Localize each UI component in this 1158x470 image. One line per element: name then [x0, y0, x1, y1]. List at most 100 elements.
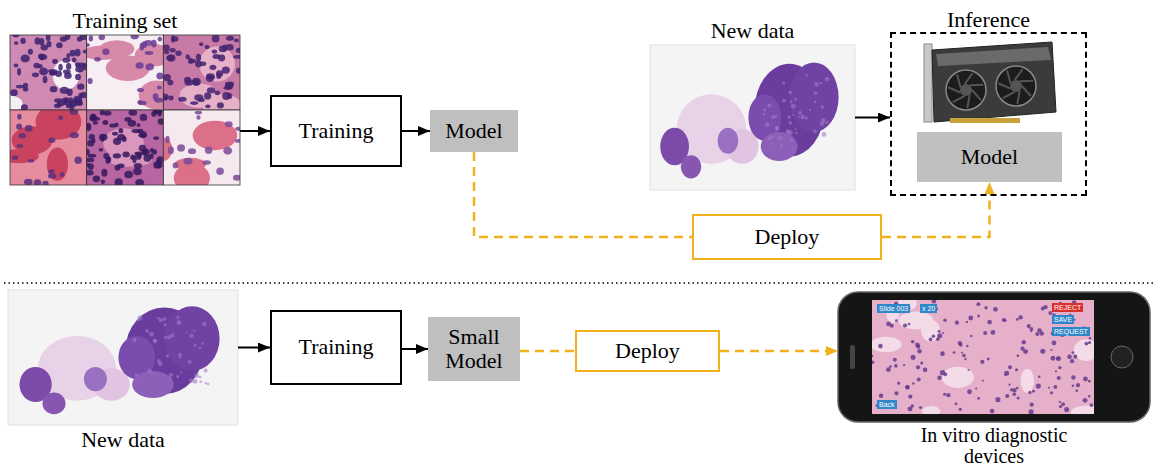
- slide-image-part: [805, 117, 808, 120]
- tissue-tile-part: [145, 51, 154, 55]
- slide-image-part: [767, 137, 770, 140]
- phone-screen-part: [1020, 347, 1024, 351]
- phone-screen-part: [987, 357, 990, 360]
- phone-screen-part: [1056, 356, 1061, 361]
- tissue-tile-part: [25, 125, 33, 132]
- tissue-tile-part: [99, 134, 108, 141]
- phone-screen-part: [886, 367, 891, 372]
- phone-screen-part: [903, 364, 905, 366]
- tissue-tile-part: [137, 88, 144, 92]
- tissue-tile-part: [100, 40, 135, 58]
- phone-screen-part: [911, 355, 916, 360]
- phone-screen-part: [917, 349, 921, 353]
- tissue-tile-part: [216, 168, 224, 175]
- phone-screen-part: [942, 367, 974, 388]
- tissue-tile-part: [233, 175, 240, 181]
- tissue-tile-part: [65, 35, 71, 40]
- deploy-box: Deploy: [692, 214, 882, 260]
- tissue-tile-part: [101, 179, 106, 184]
- phone-screen-part: [962, 354, 966, 358]
- tissue-tile-part: [135, 179, 144, 185]
- phone-screen-part: [886, 321, 891, 326]
- phone-screen-part: [991, 330, 996, 335]
- image-panel: New data: [8, 290, 238, 425]
- tissue-tile-part: [34, 179, 42, 185]
- slide-image-part: [794, 128, 796, 130]
- tissue-tile-part: [199, 42, 203, 46]
- slide-image-part: [163, 317, 167, 321]
- phone-screen-part: [905, 385, 909, 389]
- tissue-tile-part: [117, 163, 124, 168]
- slide-image-part: [189, 333, 193, 337]
- tissue-tile-part: [87, 123, 92, 131]
- arrow-connector: [402, 348, 428, 350]
- slide-image-part: [771, 115, 775, 119]
- slide-image-part: [767, 103, 771, 107]
- phone-screen-part: [879, 394, 883, 398]
- phone-device-part: [838, 292, 1150, 422]
- gpu-card-part: [957, 74, 961, 87]
- node-label: Small Model: [434, 325, 514, 373]
- tissue-tile-part: [236, 68, 240, 74]
- tissue-tile-part: [177, 144, 185, 151]
- tissue-tile-part: [93, 175, 101, 182]
- slide-image-part: [176, 316, 179, 319]
- tissue-tile-part: [225, 81, 234, 86]
- phone-screen-part: [1017, 354, 1020, 357]
- tissue-tile-part: [163, 74, 171, 81]
- tissue-tile-part: [80, 35, 87, 40]
- tissue-tile-part: [194, 94, 203, 100]
- phone-screen-part: [923, 368, 928, 373]
- slide-image-part: [762, 113, 765, 116]
- tissue-tile-part: [87, 158, 95, 162]
- phone-screen-part: [1083, 398, 1088, 403]
- tissue-tile-part: [24, 179, 33, 185]
- phone-screen-part: [872, 300, 1094, 414]
- slide-image-part: [761, 132, 798, 161]
- tissue-tile-part: [83, 49, 87, 53]
- tissue-tile-part: [28, 49, 33, 55]
- tissue-tile-part: [138, 101, 146, 105]
- phone-screen-part: [1058, 366, 1061, 369]
- phone-screen-part: [1071, 405, 1094, 414]
- tissue-tile-part: [58, 115, 63, 119]
- tissue-tile-part: [226, 36, 234, 41]
- tissue-tile-part: [36, 110, 82, 140]
- slide-image-part: [157, 359, 161, 363]
- tissue-tile-part: [146, 63, 155, 70]
- phone-screen-part: [1071, 375, 1075, 379]
- gpu-card-part: [1015, 69, 1023, 80]
- tissue-tile-part: [21, 54, 30, 62]
- phone-screen-part: [1008, 365, 1012, 369]
- phone-screen-part: [966, 345, 968, 347]
- phone-screen-part: [1048, 387, 1050, 389]
- tile-border: [10, 35, 87, 110]
- tissue-tile-part: [75, 74, 81, 80]
- slide-image-part: [132, 338, 136, 342]
- tissue-tile-part: [144, 40, 153, 46]
- tissue-tile-part: [69, 110, 78, 115]
- slide-image-part: [790, 138, 793, 141]
- phone-screen-part: [968, 316, 973, 321]
- phone-screen-part: [1055, 370, 1057, 372]
- tissue-tile: [10, 35, 87, 110]
- gpu-card-part: [953, 96, 965, 102]
- tissue-tile-part: [32, 73, 39, 78]
- phone-screen-part: [959, 408, 962, 411]
- tissue-tile-part: [20, 38, 25, 44]
- slide-image-part: [788, 130, 793, 135]
- screen-button-label: REJECT: [1052, 303, 1083, 312]
- tissue-tile-part: [234, 39, 239, 43]
- phone-screen-part: [911, 340, 915, 344]
- process-box: Training: [270, 95, 402, 167]
- screen-button-label: Slide 003: [877, 304, 910, 313]
- phone-screen-part: [916, 365, 920, 369]
- tile-border: [87, 35, 164, 110]
- phone-screen-part: [1054, 385, 1058, 389]
- phone-screen-part: [1084, 342, 1088, 346]
- slide-image-part: [177, 376, 179, 378]
- tissue-tile-part: [163, 35, 240, 110]
- tissue-tile-part: [63, 69, 71, 74]
- tissue-tile-part: [52, 59, 58, 64]
- tile-border: [10, 110, 87, 185]
